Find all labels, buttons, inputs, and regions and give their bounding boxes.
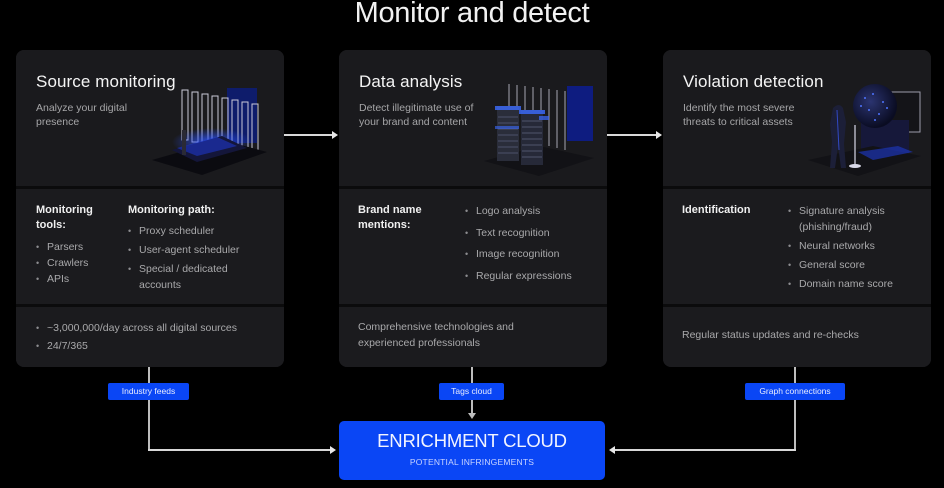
- group-label: Identification: [682, 204, 751, 216]
- tools-list: Parsers Crawlers APIs: [36, 239, 88, 287]
- group-label: Brand name mentions:: [358, 204, 422, 231]
- card-footer-section: Regular status updates and re-checks: [663, 307, 931, 367]
- list-item: Signature analysis (phishing/fraud): [788, 203, 918, 235]
- group-label: Monitoring tools:: [36, 204, 93, 231]
- arrow-right-icon: [284, 131, 338, 139]
- server-racks-icon: [484, 84, 594, 176]
- card-title: Violation detection: [683, 72, 824, 91]
- connector-line: [148, 367, 150, 449]
- card-header-section: Violation detection Identify the most se…: [663, 50, 931, 186]
- list-item: Regular expressions: [465, 266, 572, 288]
- enrichment-cloud-title: ENRICHMENT CLOUD: [377, 430, 567, 451]
- list-item: Crawlers: [36, 255, 88, 271]
- arrow-right-icon: [148, 446, 336, 454]
- tag-graph-connections: Graph connections: [745, 383, 845, 400]
- arrow-down-icon: [468, 413, 476, 419]
- list-item: Special / dedicated accounts: [128, 261, 268, 293]
- list-item: Text recognition: [465, 223, 572, 245]
- tag-tags-cloud: Tags cloud: [439, 383, 504, 400]
- card-details-section: Brand name mentions: Logo analysis Text …: [339, 189, 607, 304]
- list-item: General score: [788, 257, 918, 273]
- card-violation-detection: Violation detection Identify the most se…: [663, 50, 931, 367]
- enrichment-cloud-subtitle: POTENTIAL INFRINGEMENTS: [409, 457, 535, 467]
- globe-analyst-icon: [808, 84, 921, 176]
- footer-text: Comprehensive technologies and experienc…: [358, 321, 514, 349]
- page-title: Monitor and detect: [354, 0, 590, 29]
- arrow-right-icon: [607, 131, 662, 139]
- card-source-monitoring: Source monitoring Analyze your digital p…: [16, 50, 284, 367]
- list-item: 24/7/365: [36, 337, 237, 355]
- list-item: Image recognition: [465, 244, 572, 266]
- connector-line: [794, 367, 796, 449]
- card-details-section: Monitoring tools: Parsers Crawlers APIs …: [16, 189, 284, 304]
- card-title: Data analysis: [359, 72, 463, 91]
- footer-list: ~3,000,000/day across all digital source…: [36, 319, 237, 355]
- path-list: Proxy scheduler User-agent scheduler Spe…: [128, 223, 268, 293]
- list-item: ~3,000,000/day across all digital source…: [36, 319, 237, 337]
- card-header-section: Data analysis Detect illegitimate use of…: [339, 50, 607, 186]
- card-footer-section: ~3,000,000/day across all digital source…: [16, 307, 284, 367]
- footer-text: Regular status updates and re-checks: [682, 329, 859, 341]
- card-subtitle: Detect illegitimate use of your brand an…: [359, 102, 474, 128]
- list-item: Neural networks: [788, 238, 918, 254]
- card-subtitle: Analyze your digital presence: [36, 102, 128, 128]
- group-label: Monitoring path:: [128, 204, 215, 216]
- list-item: APIs: [36, 271, 88, 287]
- card-subtitle: Identify the most severe threats to crit…: [683, 102, 795, 128]
- arrow-left-icon: [609, 446, 796, 454]
- list-item: User-agent scheduler: [128, 242, 268, 258]
- card-footer-section: Comprehensive technologies and experienc…: [339, 307, 607, 367]
- card-data-analysis: Data analysis Detect illegitimate use of…: [339, 50, 607, 367]
- list-item: Proxy scheduler: [128, 223, 268, 239]
- mentions-list: Logo analysis Text recognition Image rec…: [465, 201, 572, 287]
- list-item: Domain name score: [788, 276, 918, 292]
- card-details-section: Identification Signature analysis (phish…: [663, 189, 931, 304]
- list-item: Logo analysis: [465, 201, 572, 223]
- monitoring-station-icon: [152, 88, 267, 175]
- identification-list: Signature analysis (phishing/fraud) Neur…: [788, 203, 918, 292]
- enrichment-cloud-box: ENRICHMENT CLOUD POTENTIAL INFRINGEMENTS: [339, 421, 605, 480]
- list-item: Parsers: [36, 239, 88, 255]
- card-header-section: Source monitoring Analyze your digital p…: [16, 50, 284, 186]
- tag-industry-feeds: Industry feeds: [108, 383, 189, 400]
- card-title: Source monitoring: [36, 72, 176, 91]
